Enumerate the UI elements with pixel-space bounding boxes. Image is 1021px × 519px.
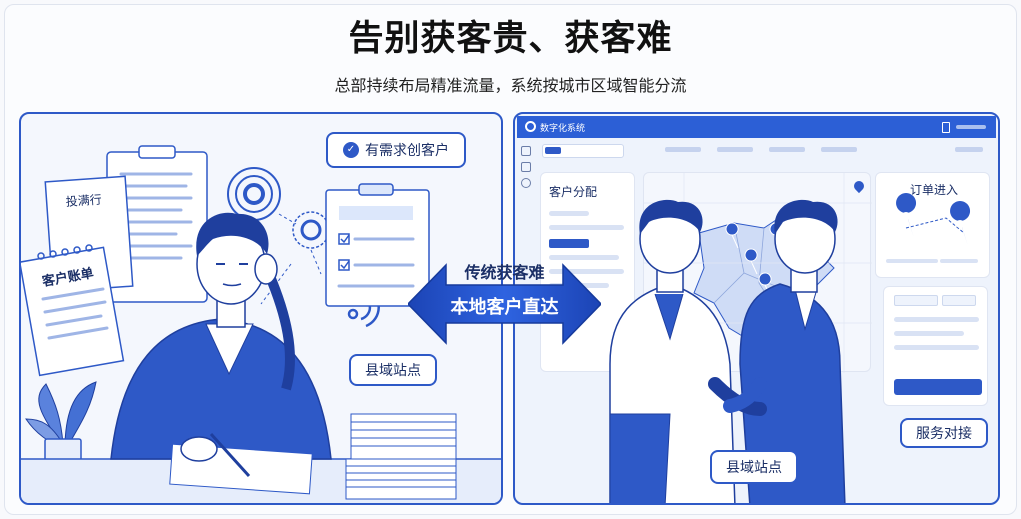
worried-man-illustration xyxy=(110,212,332,495)
paper-stack-icon xyxy=(345,413,457,500)
filter-5[interactable] xyxy=(955,147,983,152)
double-arrow-icon xyxy=(408,263,601,345)
list-item xyxy=(894,331,964,336)
order-detail-card xyxy=(883,286,988,406)
map-pin-icon xyxy=(950,201,971,246)
orders-route xyxy=(886,193,978,263)
bubble-site-left: 县域站点 xyxy=(349,354,437,386)
orders-card-title: 订单进入 xyxy=(910,183,959,197)
doc-label-1: 投满行 xyxy=(65,192,102,209)
left-panel-traditional: 投满行 客户账单 ✓ 有需求创客户 县域站点 xyxy=(19,112,503,505)
app-title: 数字化系统 xyxy=(540,124,586,134)
list-item xyxy=(894,345,979,350)
location-target-icon xyxy=(292,211,330,249)
list-item xyxy=(894,317,979,322)
filter-2[interactable] xyxy=(717,147,753,152)
bubble-service: 服务对接 xyxy=(900,418,988,448)
app-logo-icon xyxy=(525,121,536,132)
handshake-illustration xyxy=(609,199,846,503)
arrow-main-text: 本地客户直达 xyxy=(450,297,559,318)
list-item xyxy=(549,211,589,216)
bubble-site-right-label: 县域站点 xyxy=(726,460,782,476)
list-item xyxy=(549,225,624,230)
left-illustration: 投满行 客户账单 xyxy=(21,145,501,503)
orders-card: 订单进入 xyxy=(875,172,990,278)
filter-4[interactable] xyxy=(821,147,857,152)
checklist-icon xyxy=(325,183,430,307)
page-title: 告别获客贵、获客难 xyxy=(348,19,673,59)
sidebar-user-icon[interactable] xyxy=(521,178,531,188)
arrow-top-text: 传统获客难 xyxy=(464,263,545,282)
bill-icon xyxy=(21,244,125,377)
list-item xyxy=(549,269,624,274)
header-menu-bar[interactable] xyxy=(956,125,986,129)
sidebar xyxy=(519,144,533,204)
bubble-demand-label: 有需求创客户 xyxy=(365,143,449,159)
bubble-demand: ✓ 有需求创客户 xyxy=(326,132,466,168)
app-header-bar: 数字化系统 xyxy=(517,116,996,138)
center-arrow: 传统获客难 本地客户直达 xyxy=(408,257,601,351)
check-circle-icon: ✓ xyxy=(343,142,359,158)
bubble-site-right: 县域站点 xyxy=(710,450,798,484)
confirm-button[interactable] xyxy=(894,379,982,395)
list-item xyxy=(549,255,619,260)
allocation-card-title: 客户分配 xyxy=(549,185,598,199)
filter-3[interactable] xyxy=(769,147,805,152)
target-icon xyxy=(227,167,281,221)
tab-inactive[interactable] xyxy=(942,295,976,306)
sidebar-chart-icon[interactable] xyxy=(521,162,531,172)
filter-1[interactable] xyxy=(665,147,701,152)
search-tag xyxy=(545,147,561,154)
window-icon xyxy=(942,122,950,133)
sidebar-home-icon[interactable] xyxy=(521,146,531,156)
map-pin-icon xyxy=(896,193,917,238)
search-bar[interactable] xyxy=(542,144,624,158)
bubble-service-label: 服务对接 xyxy=(916,426,972,442)
page-subtitle: 总部持续布局精准流量，系统按城市区域智能分流 xyxy=(334,76,687,95)
allocation-chip[interactable] xyxy=(549,239,589,248)
bubble-site-label: 县域站点 xyxy=(365,363,421,379)
tab-active[interactable] xyxy=(894,295,938,306)
